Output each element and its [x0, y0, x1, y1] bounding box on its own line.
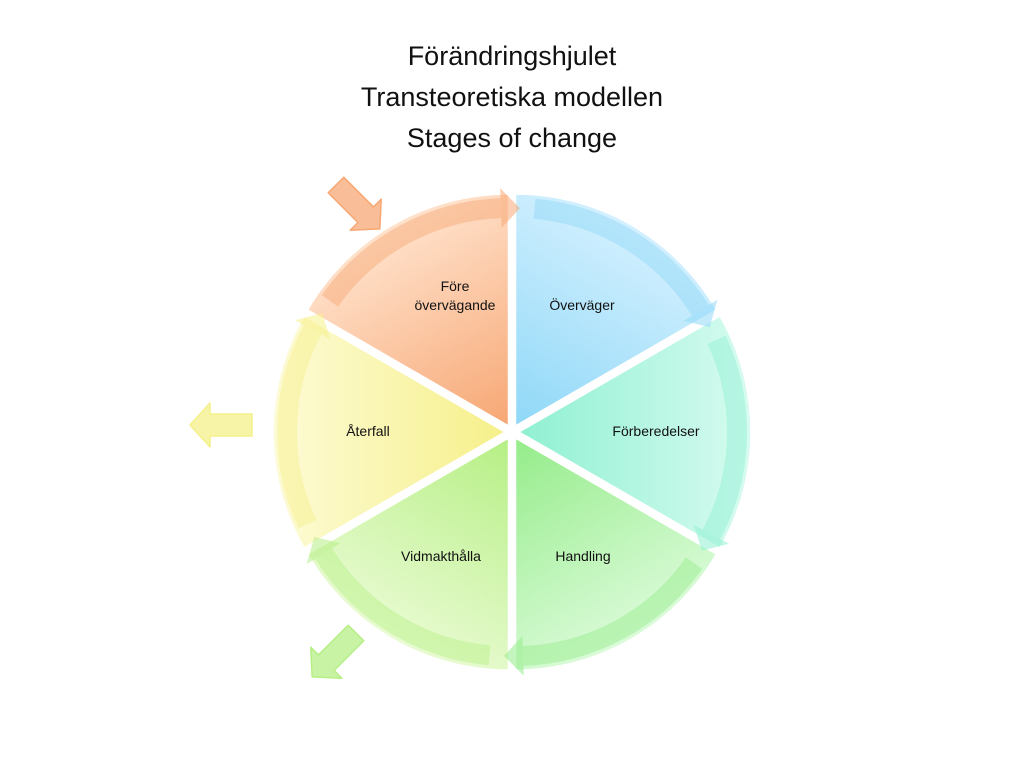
wheel-segment-1 — [306, 193, 510, 428]
stage-label-5: Vidmakthålla — [401, 548, 481, 564]
stage-label-3: Förberedelser — [612, 423, 699, 439]
title-line-1: Förändringshjulet — [407, 41, 617, 71]
wheel-segment-5 — [306, 436, 510, 671]
wheel-segment-3 — [517, 314, 752, 550]
cycle-arrow-2 — [533, 198, 709, 316]
cycle-arrowhead-6 — [294, 313, 331, 340]
cycle-arrow-1 — [321, 198, 502, 307]
cycle-arrowhead-5 — [306, 537, 341, 565]
stage-label-line: Överväger — [549, 296, 615, 313]
wheel-labels: Före övervägande ÖvervägerFörberedelserHan… — [346, 278, 700, 564]
stage-label-4: Handling — [555, 548, 610, 564]
wheel-arc-arrows — [277, 188, 747, 676]
stage-label-line: Handling — [555, 548, 610, 564]
stage-label-line: Återfall — [346, 423, 390, 439]
wheel-segments — [272, 193, 752, 671]
cycle-arrowhead-4 — [504, 635, 524, 676]
entry-arrow-icon — [327, 176, 383, 232]
cycle-arrow-4 — [522, 557, 703, 666]
cycle-arrowhead-2 — [683, 299, 718, 327]
exit-arrow-left-icon — [189, 402, 253, 448]
stage-label-1: Före övervägande — [415, 278, 496, 313]
stage-label-2: Överväger — [549, 296, 615, 313]
exit-arrow-downleft-icon — [309, 624, 365, 680]
stage-label-line: Vidmakthålla — [401, 548, 481, 564]
stage-label-line: övervägande — [415, 297, 496, 313]
stage-label-line: Före — [441, 278, 470, 294]
side-arrows — [189, 176, 383, 680]
title-line-2: Transteoretiska modellen — [360, 82, 664, 112]
wheel-segment-4 — [514, 436, 718, 671]
wheel-segment-2 — [514, 193, 718, 428]
cycle-arrow-6 — [277, 324, 322, 529]
title-line-3: Stages of change — [406, 123, 618, 153]
stage-label-6: Återfall — [346, 423, 390, 439]
diagram-title: Förändringshjulet Transteoretiska modell… — [0, 36, 1024, 159]
cycle-arrowhead-1 — [500, 188, 520, 229]
wheel-segment-6 — [272, 314, 507, 550]
cycle-arrow-3 — [702, 335, 747, 540]
cycle-arrowhead-3 — [693, 524, 730, 551]
cycle-arrow-5 — [315, 548, 491, 666]
stage-label-line: Förberedelser — [612, 423, 699, 439]
